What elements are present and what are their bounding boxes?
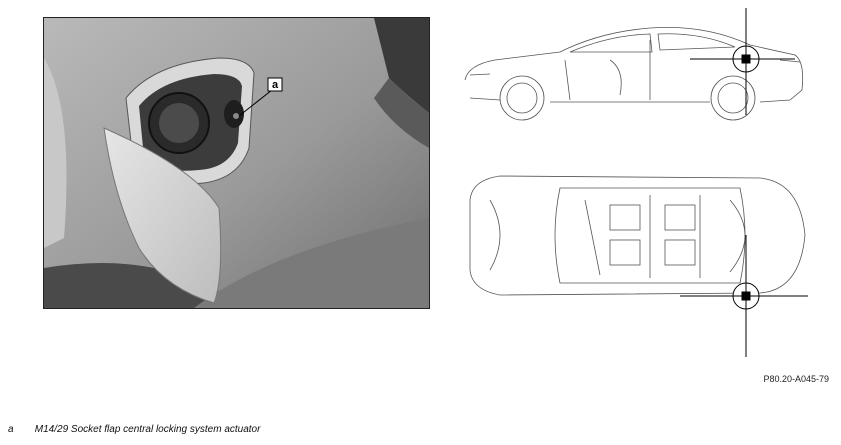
callout-leader-line: [238, 89, 273, 117]
top-view-car: [469, 175, 806, 296]
callout-letter: a: [272, 79, 279, 91]
socket-flap-illustration: a: [43, 17, 430, 309]
side-view-car: [464, 26, 804, 121]
locator-marker-top: [680, 235, 808, 357]
vehicle-locator-views: [450, 0, 841, 370]
figure-reference-code: P80.20-A045-79: [763, 374, 829, 384]
legend-item: a M14/29 Socket flap central locking sys…: [8, 424, 260, 435]
callout-box: [267, 77, 283, 92]
legend-text: M14/29 Socket flap central locking syste…: [34, 424, 261, 435]
locator-marker-side: [690, 8, 795, 115]
legend-key: a: [8, 424, 14, 435]
